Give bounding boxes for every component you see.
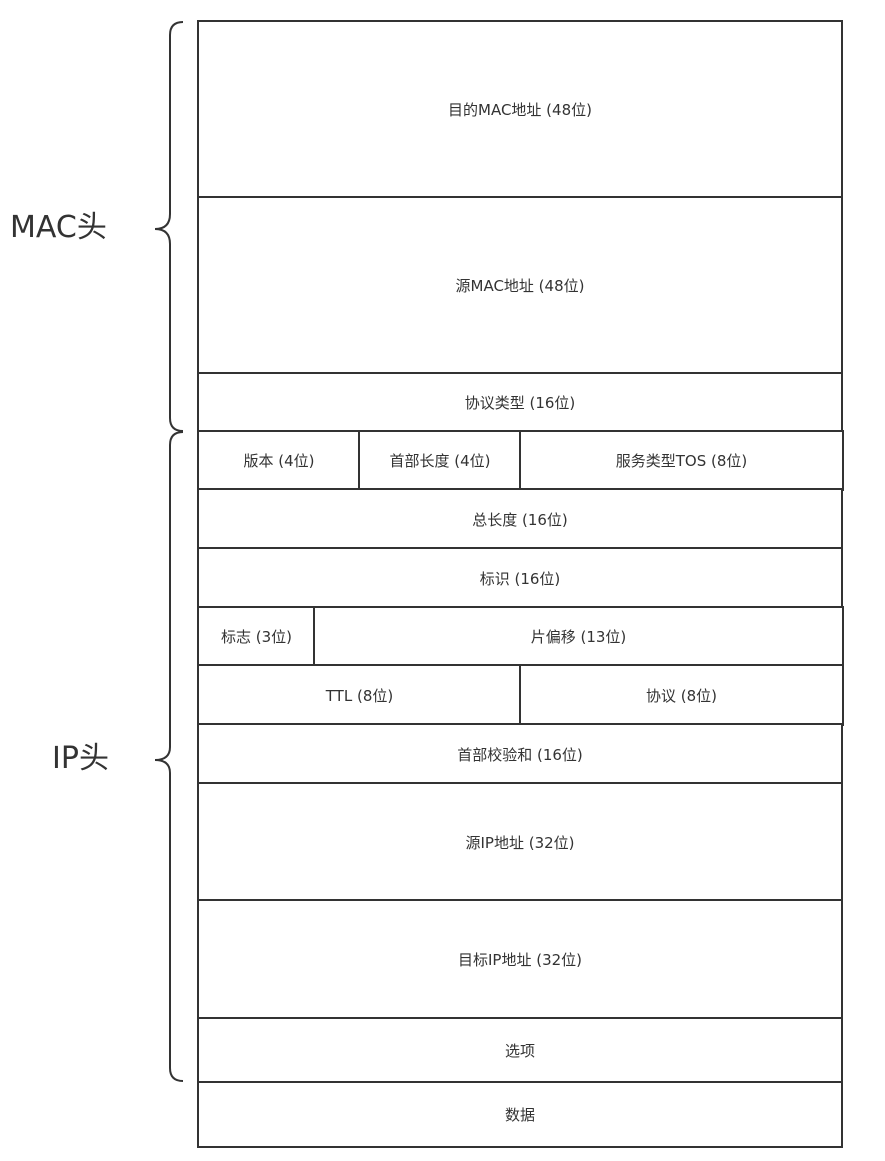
mac-header-label: MAC头 (10, 210, 107, 245)
field-src-ip: 源IP地址 (32位) (197, 782, 843, 902)
field-fragment-offset: 片偏移 (13位) (313, 606, 844, 667)
field-total-length: 总长度 (16位) (197, 488, 843, 550)
field-dest-mac: 目的MAC地址 (48位) (197, 20, 843, 199)
field-protocol-type: 协议类型 (16位) (197, 372, 843, 433)
ip-header-brace (154, 431, 184, 1082)
field-ttl: TTL (8位) (197, 664, 522, 726)
field-dest-ip: 目标IP地址 (32位) (197, 899, 843, 1020)
field-data: 数据 (197, 1081, 843, 1148)
field-version: 版本 (4位) (197, 430, 361, 491)
field-tos: 服务类型TOS (8位) (519, 430, 844, 491)
field-src-mac: 源MAC地址 (48位) (197, 196, 843, 375)
field-options: 选项 (197, 1017, 843, 1084)
field-protocol: 协议 (8位) (519, 664, 844, 726)
mac-header-brace (154, 21, 184, 432)
field-flags: 标志 (3位) (197, 606, 316, 667)
field-identification: 标识 (16位) (197, 547, 843, 609)
field-header-checksum: 首部校验和 (16位) (197, 723, 843, 785)
ip-header-label: IP头 (52, 741, 109, 776)
field-header-length: 首部长度 (4位) (358, 430, 522, 491)
